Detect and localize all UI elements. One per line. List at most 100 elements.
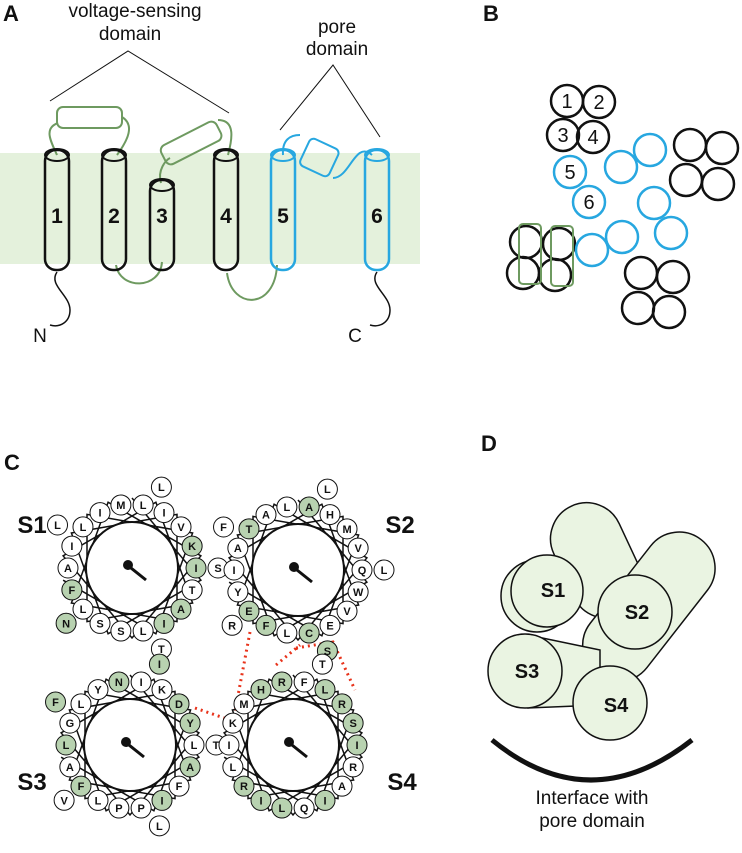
residue-circle [222, 712, 244, 734]
residue-label: I [98, 508, 101, 520]
residue-label: S [214, 563, 221, 575]
residue-circle [276, 496, 298, 518]
residue-label: I [323, 795, 326, 807]
pore-helix-circle [571, 184, 607, 220]
residue-label: I [162, 618, 165, 630]
residue-label: L [156, 821, 163, 833]
s4-cylinder [518, 223, 542, 285]
residue-circle [271, 671, 293, 693]
residue-circle [89, 612, 111, 634]
helix-s3-label: S3 [515, 661, 539, 683]
pore-helix-circle [603, 149, 639, 185]
residue-label: V [354, 543, 362, 555]
residue-circle [110, 620, 132, 642]
residue-label: G [66, 718, 75, 730]
residue-circle [153, 502, 175, 524]
residue-circle [132, 620, 154, 642]
interface-label-line2: pore domain [539, 811, 645, 832]
residue-circle [179, 756, 201, 778]
residue-circle [314, 679, 336, 701]
residue-label: I [160, 795, 163, 807]
residue-circle [168, 775, 190, 797]
residue-circle [319, 614, 341, 636]
residue-circle-outer [316, 478, 338, 500]
residue-label: E [245, 606, 252, 618]
pore-helix-circle [632, 132, 668, 168]
residue-label: F [220, 522, 227, 534]
residue-circle [319, 504, 341, 526]
interface-arc [490, 738, 694, 783]
residue-circle [70, 775, 92, 797]
helix-number-label: 1 [561, 91, 572, 113]
residue-circle [132, 494, 154, 516]
vsd-helix-circle [545, 117, 581, 153]
residue-label: V [343, 606, 351, 618]
residue-label: A [305, 502, 313, 514]
residue-label: Q [358, 565, 367, 577]
residue-label: L [78, 699, 85, 711]
residue-label: I [194, 563, 197, 575]
residue-label: K [188, 541, 196, 553]
residue-label: A [66, 762, 74, 774]
residue-label: N [62, 618, 70, 630]
residue-circle-outer [53, 789, 75, 811]
residue-circle [346, 734, 368, 756]
residue-label: L [80, 604, 87, 616]
residue-label: I [259, 795, 262, 807]
residue-label: L [54, 520, 61, 532]
moment-origin [289, 562, 299, 572]
helix-number-label: 4 [587, 127, 598, 149]
moment-origin [284, 737, 294, 747]
residue-circle [227, 581, 249, 603]
svg-text:6: 6 [371, 205, 383, 228]
pore-label-line2: domain [306, 39, 368, 60]
residue-label: I [140, 677, 143, 689]
helix-s1 [510, 554, 584, 628]
residue-label: Y [94, 685, 102, 697]
interface-label-line1: Interface with [536, 788, 649, 809]
residue-label: Y [186, 718, 194, 730]
vsd-helix-circle [672, 127, 708, 163]
residue-circle [342, 712, 364, 734]
residue-label: K [229, 718, 237, 730]
residue-label: I [227, 740, 230, 752]
panel-c: C LIVKITAILSSLFAILIMLSTNLS1AHMVQWVECLFEY… [4, 450, 417, 837]
residue-circle [347, 537, 369, 559]
residue-circle [271, 797, 293, 819]
residue-label: L [140, 626, 147, 638]
residue-circle [223, 559, 245, 581]
residue-label: L [80, 522, 87, 534]
vsd-helix-circle [668, 162, 704, 198]
residue-label: F [263, 620, 270, 632]
vsd-helix-circle [651, 294, 687, 330]
helix-number-label: 5 [564, 162, 575, 184]
residue-circle [314, 789, 336, 811]
residue-label: D [175, 699, 183, 711]
vsd-label-line2: domain [99, 24, 161, 45]
residue-circle [61, 579, 83, 601]
residue-label: H [257, 685, 265, 697]
residue-circle [238, 600, 260, 622]
residue-label: T [189, 585, 196, 597]
residue-label: A [177, 604, 185, 616]
residue-circle-outer [150, 476, 172, 498]
panel-a: A voltage-sensing domain pore domain [0, 1, 420, 347]
residue-circle [342, 756, 364, 778]
vsd-helix-circle [620, 290, 656, 326]
residue-label: S [324, 646, 331, 658]
tm-helix-5: 5 [269, 148, 297, 272]
residue-circle [61, 535, 83, 557]
residue-circle-outer [148, 653, 170, 675]
helix-s4 [572, 665, 648, 741]
tm-helix-6: 6 [363, 148, 391, 272]
residue-label: L [279, 803, 286, 815]
pore-bracket [279, 64, 381, 138]
residue-circle-outer [221, 614, 243, 636]
residue-label: I [232, 565, 235, 577]
residue-circle [233, 775, 255, 797]
residue-label: F [68, 585, 75, 597]
residue-circle [170, 516, 192, 538]
residue-circle [238, 518, 260, 540]
